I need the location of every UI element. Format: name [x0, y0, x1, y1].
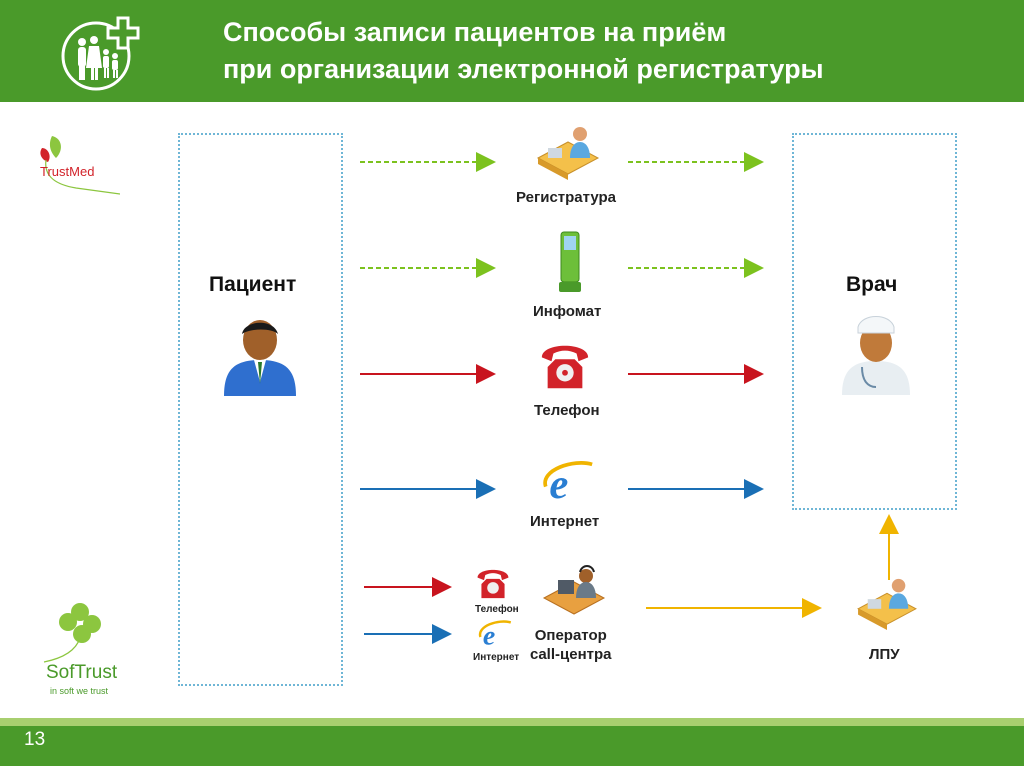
doctor-avatar-icon: [842, 316, 910, 395]
channel-telephone-label: Телефон: [534, 402, 600, 419]
softrust-logo: SofTrust in soft we trust: [43, 603, 118, 696]
page-title: Способы записи пациентов на приём при ор…: [223, 14, 824, 88]
red-telephone-icon: [541, 345, 589, 389]
patient-avatar-icon: [224, 320, 296, 396]
callcenter-internet-label: Интернет: [473, 652, 520, 663]
patient-label: Пациент: [209, 273, 297, 296]
callcenter-phone-label: Телефон: [475, 604, 519, 615]
softrust-wordmark: SofTrust: [46, 662, 118, 683]
channel-registry-label: Регистратура: [516, 189, 617, 206]
call-center-operator-icon: [542, 565, 606, 615]
reception-desk-icon: [536, 127, 600, 180]
softrust-tagline: in soft we trust: [50, 686, 109, 696]
channel-internet-label: Интернет: [530, 513, 600, 530]
doctor-label: Врач: [846, 273, 898, 296]
infomat-kiosk-icon: [559, 231, 581, 292]
title-line-1: Способы записи пациентов на приём: [223, 17, 727, 47]
trustmed-logo: TrustMed: [40, 136, 120, 195]
family-cross-logo-icon: [61, 16, 140, 91]
operator-line-2: call-центра: [530, 646, 612, 663]
header-bar: [0, 0, 1024, 102]
patient-box: [178, 133, 343, 686]
internet-explorer-icon: e: [543, 461, 593, 506]
footer-bar: [0, 718, 1024, 768]
page-number: 13: [24, 729, 46, 750]
operator-line-1: Оператор: [534, 627, 607, 644]
lpu-reception-icon: [857, 578, 917, 630]
lpu-label: ЛПУ: [869, 646, 900, 663]
operator-label: Оператор call-центра: [530, 626, 612, 664]
svg-text:e: e: [483, 620, 495, 650]
doctor-box: [792, 133, 957, 510]
title-line-2: при организации электронной регистратуры: [223, 54, 824, 84]
trustmed-wordmark: TrustMed: [40, 164, 94, 179]
channel-infomat-label: Инфомат: [533, 303, 602, 320]
small-telephone-icon: [477, 569, 509, 599]
small-internet-icon: e: [478, 620, 512, 650]
